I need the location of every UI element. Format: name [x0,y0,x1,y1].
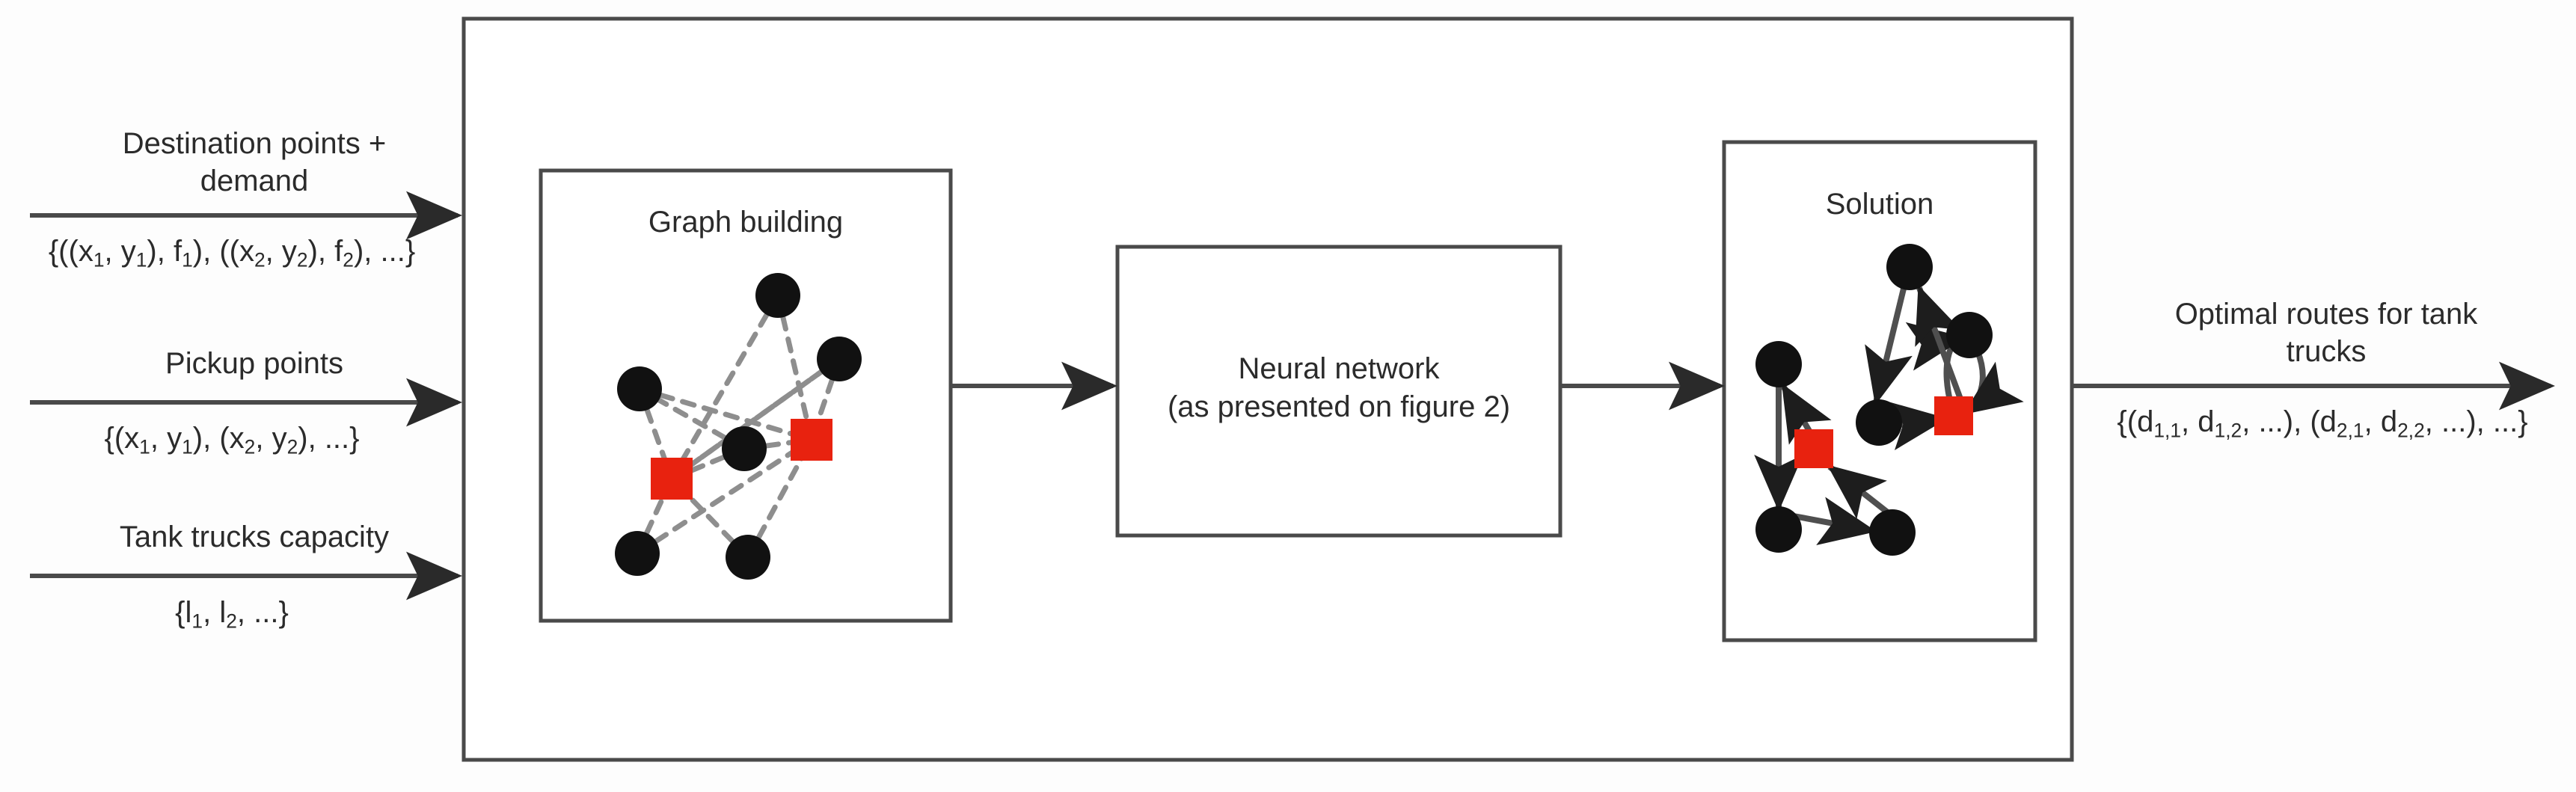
graph-building-customer-nodes [615,273,862,580]
input-formula-pickup-points: {(x1, y1), (x2, y2), ...} [104,422,360,458]
depot-node [791,419,832,461]
input-label-destination-points: Destination points + demand [122,127,387,197]
customer-node [817,337,862,381]
solution-title: Solution [1825,188,1934,221]
customer-node [615,531,660,576]
input-label-tank-trucks-capacity: Tank trucks capacity [119,521,390,553]
graph-building-title: Graph building [648,206,844,239]
neural-network-box [1115,245,1563,538]
customer-node [726,535,770,580]
input-label-pickup-points: Pickup points [165,347,343,380]
graph-building-depot-nodes [651,419,832,500]
depot-node [651,458,693,500]
solution-route-1-edges [1754,383,1895,546]
customer-node [617,366,662,411]
solution-depot-nodes [1794,396,1973,468]
input-formula-tank-trucks-capacity: {l1, l2, ...} [175,596,289,633]
customer-node [1755,506,1802,553]
customer-node [722,426,767,471]
output-label-optimal-routes: Optimal routes for tank trucks [2174,298,2478,368]
customer-node [1755,341,1802,387]
customer-node [1946,312,1993,358]
customer-node [755,273,800,318]
depot-node [1934,396,1973,435]
depot-node [1794,429,1833,468]
customer-node [1869,509,1916,556]
output-formula-optimal-routes: {(d1,1, d1,2, ...), (d2,1, d2,2, ...), .… [2117,405,2528,442]
customer-node [1856,399,1902,446]
customer-node [1886,244,1933,290]
input-formula-destination-points: {((x1, y1), f1), ((x2, y2), f2), ...} [48,235,416,271]
solution-customer-nodes [1755,244,1993,556]
neural-network-title: Neural network (as presented on figure 2… [1167,352,1511,424]
